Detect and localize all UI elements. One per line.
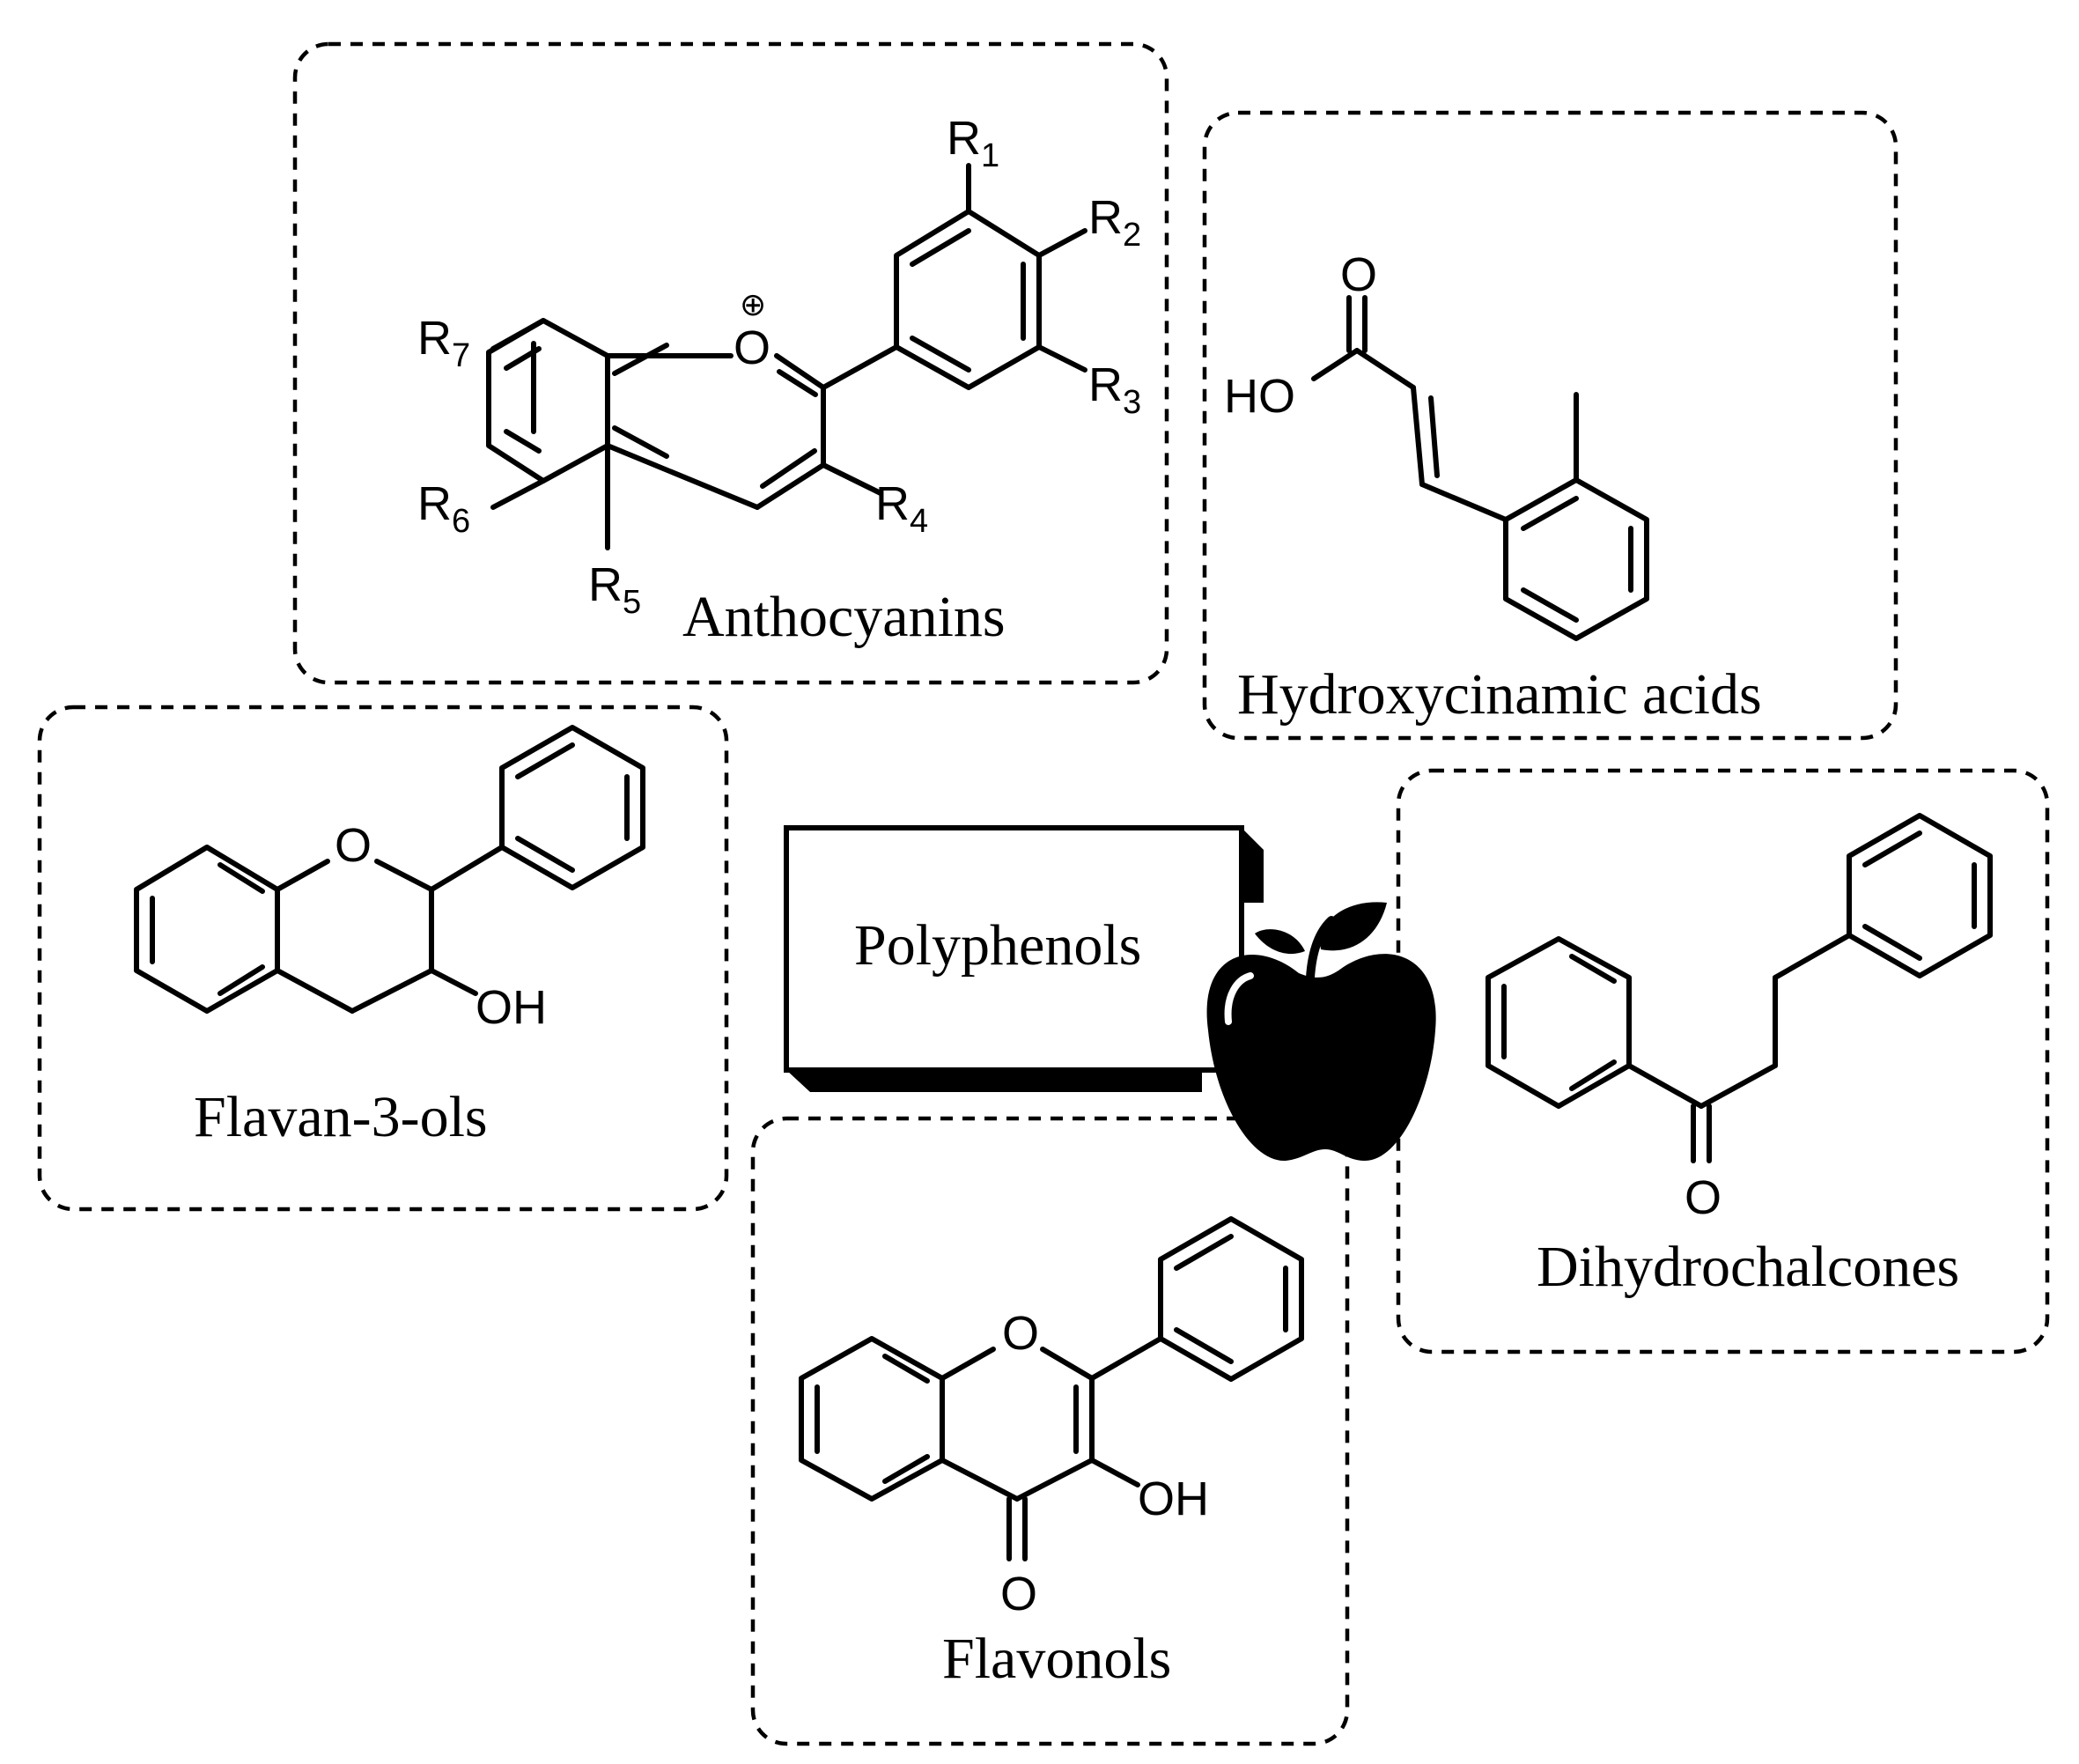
hydroxycinnamic-carbonyl-o: O	[1340, 248, 1377, 301]
flavan3ols-group: O OH Flavan-3-ols	[37, 705, 729, 1212]
dihydrochalcone-structure	[1486, 813, 1993, 1163]
oxonium-charge-label: ⊕	[740, 286, 766, 322]
dihydrochalcones-group: O Dihydrochalcones	[1396, 768, 2050, 1354]
flavonol-ring-o: O	[1002, 1307, 1039, 1360]
flavonols-caption: Flavonols	[942, 1627, 1171, 1691]
hydroxycinnamic-group: O HO Hydroxycinamic acids	[1202, 110, 1898, 741]
flavan3ols-box	[37, 705, 729, 1212]
oxonium-o-label: O	[734, 321, 770, 374]
flavonols-box	[750, 1116, 1350, 1746]
polyphenols-label: Polyphenols	[854, 913, 1141, 978]
hydroxycinnamic-box	[1202, 110, 1898, 741]
substituent-r5: R5	[588, 558, 641, 621]
dihydrochalcone-carbonyl-o: O	[1685, 1171, 1721, 1224]
substituent-r4: R4	[875, 477, 928, 540]
flavan3ols-caption: Flavan-3-ols	[194, 1085, 488, 1149]
flavonols-group: O OH O Flavonols	[750, 1116, 1350, 1746]
flavonol-hydroxyl: OH	[1138, 1472, 1209, 1525]
substituent-r3: R3	[1088, 358, 1141, 421]
flavonol-carbonyl-o: O	[1000, 1568, 1037, 1620]
substituent-r7: R7	[417, 312, 470, 374]
substituent-r6: R6	[417, 477, 470, 540]
hydroxycinnamic-hydroxyl: HO	[1224, 370, 1295, 423]
anthocyanins-box	[292, 41, 1169, 685]
apple-icon	[1206, 902, 1436, 1162]
hydroxycinnamic-caption: Hydroxycinamic acids	[1237, 662, 1762, 727]
hydroxycinnamic-structure	[1311, 295, 1649, 641]
anthocyanins-caption: Anthocyanins	[682, 585, 1006, 649]
flavan3ol-ring-o: O	[335, 819, 372, 872]
dihydrochalcones-caption: Dihydrochalcones	[1537, 1235, 1959, 1299]
anthocyanins-group: O ⊕ R1 R2 R3 R4 R5 R6 R7 Anthocyanins	[292, 41, 1169, 685]
polyphenols-banner: Polyphenols	[784, 825, 1264, 1092]
anthocyanin-structure	[486, 163, 1087, 550]
substituent-r2: R2	[1088, 191, 1141, 254]
flavonol-structure	[799, 1216, 1304, 1561]
substituent-r1: R1	[947, 112, 999, 174]
flavan3ol-hydroxyl: OH	[476, 981, 547, 1034]
flavan3ol-structure	[134, 725, 645, 1014]
